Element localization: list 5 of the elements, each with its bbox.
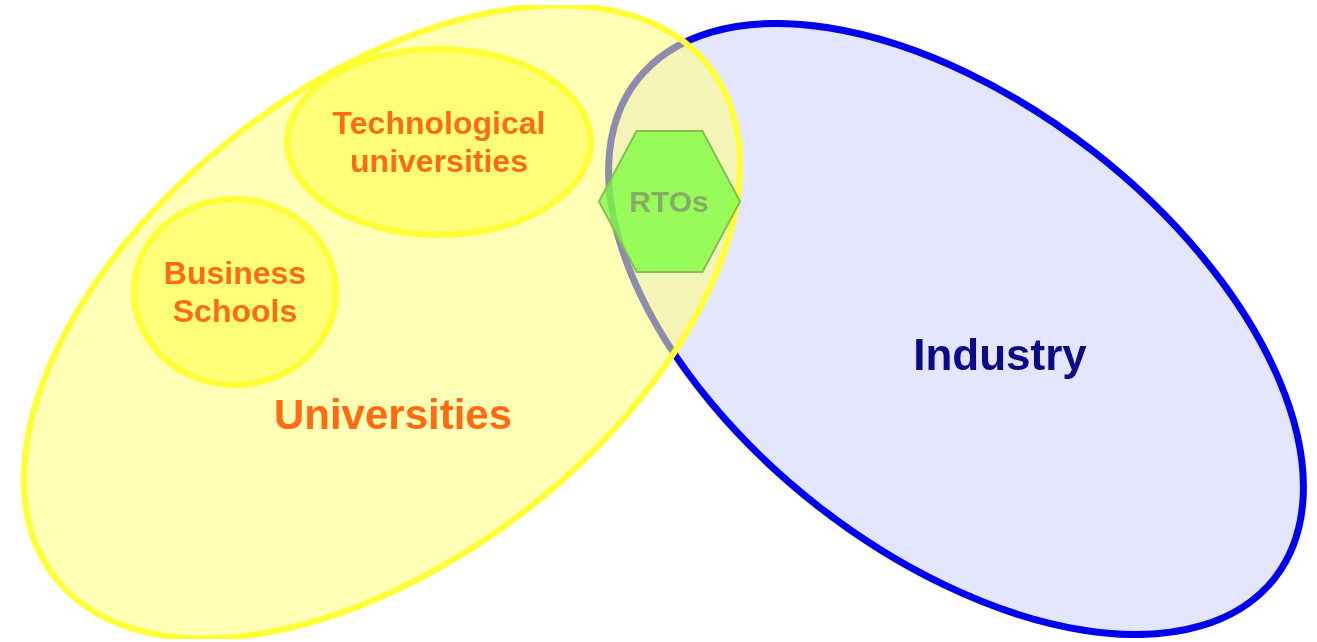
set-label: Universities [272,389,514,440]
set-label: RTOs [628,184,710,220]
set-label: Industry [912,328,1088,381]
set-label: Business Schools [162,253,308,331]
set-label: Technological universities [331,103,547,181]
